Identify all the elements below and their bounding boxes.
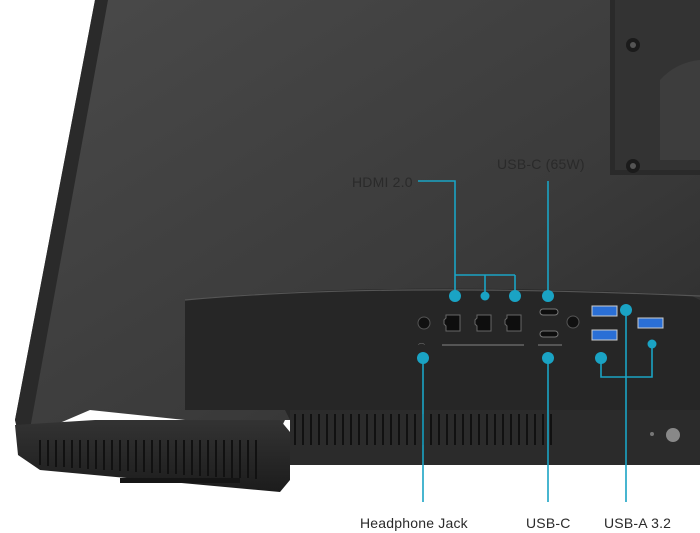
foot-pad [120, 478, 240, 483]
usb-c-port [539, 330, 559, 338]
svg-text:⌒: ⌒ [418, 343, 425, 351]
usb-a-label: USB-A 3.2 [604, 515, 672, 531]
monitor-left-edge [15, 0, 108, 440]
hdmi-callout-dot-2 [480, 291, 490, 301]
headphone-callout-dot [417, 352, 429, 364]
dc-in-port [566, 315, 580, 329]
hdmi-label: HDMI 2.0 [352, 174, 413, 190]
usb-c-power-label: USB-C (65W) [497, 156, 585, 172]
headphone-port [417, 316, 431, 330]
callout-dots [417, 290, 657, 364]
usb-c-label: USB-C [526, 515, 571, 531]
usb-c-callout-dot [542, 352, 554, 364]
hdmi-port-3 [504, 314, 522, 332]
hdmi-port-2 [474, 314, 492, 332]
vent-grille-left [39, 440, 257, 479]
usb-a-callout-dot-3 [647, 339, 657, 349]
usb-a-port-3 [637, 317, 664, 329]
callout-lines [418, 180, 653, 502]
usb-a-callout-dot-1 [620, 304, 632, 316]
hdmi-callout-dot-1 [449, 290, 461, 302]
headphone-jack-label: Headphone Jack [360, 515, 468, 531]
usb-a-port-2 [591, 329, 618, 341]
power-button [666, 428, 680, 442]
hdmi-callout-dot-3 [509, 290, 521, 302]
usb-a-port-1 [591, 305, 618, 317]
vesa-mount [610, 0, 700, 175]
usb-c-port-power [539, 308, 559, 316]
port-cluster: ⌒ [417, 305, 664, 351]
hdmi-port-1 [443, 314, 461, 332]
usb-c-power-callout-dot [542, 290, 554, 302]
usb-a-callout-dot-2 [595, 352, 607, 364]
